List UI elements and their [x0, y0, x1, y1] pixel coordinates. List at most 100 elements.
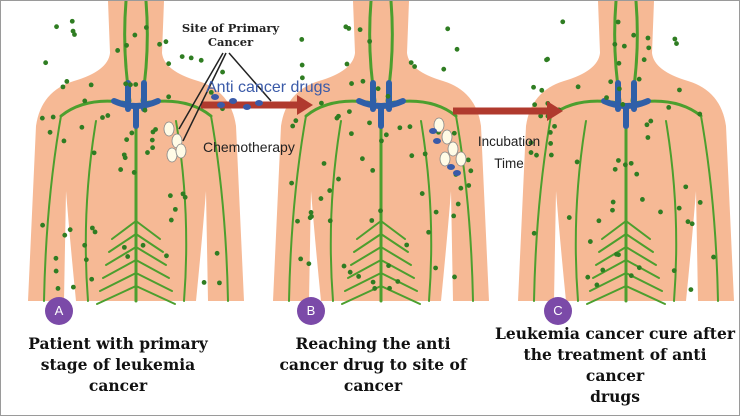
lymph-node	[322, 161, 327, 166]
lymph-node	[153, 127, 158, 132]
lymph-node	[71, 29, 76, 34]
lymph-node	[48, 130, 53, 135]
lymph-node	[616, 252, 621, 257]
lymph-node	[293, 118, 298, 123]
cancer-cell-icon	[440, 152, 450, 166]
lymph-node	[588, 239, 593, 244]
lymph-node	[646, 36, 651, 41]
lymph-node	[54, 256, 59, 261]
lymph-node	[346, 26, 351, 31]
lymph-node	[132, 33, 137, 38]
step-c-badge: C	[544, 297, 572, 325]
lymph-node	[629, 161, 634, 166]
lymph-node	[370, 168, 375, 173]
caption-a-line-2: stage of leukemia	[9, 354, 227, 375]
lymph-node	[634, 172, 639, 177]
lymph-node	[342, 264, 347, 269]
caption-b: Reaching the anti cancer drug to site of…	[265, 333, 481, 396]
lymph-node	[645, 122, 650, 127]
lymph-node	[629, 273, 634, 278]
lymph-node	[697, 112, 702, 117]
lymph-node	[544, 57, 549, 62]
lymph-node	[132, 170, 137, 175]
lymph-node	[93, 230, 98, 235]
lymph-node	[451, 213, 456, 218]
lymph-node	[289, 181, 294, 186]
lymph-node	[612, 42, 617, 47]
caption-a: Patient with primary stage of leukemia c…	[9, 333, 227, 396]
lymph-node	[445, 26, 450, 31]
lymph-node	[608, 79, 613, 84]
lymph-node	[62, 139, 67, 144]
lymph-node	[62, 233, 67, 238]
lymph-node	[622, 44, 627, 49]
lymph-node	[100, 115, 105, 120]
lymph-node	[336, 177, 341, 182]
lymph-node	[168, 193, 173, 198]
lymph-node	[409, 153, 414, 158]
lymph-node	[539, 88, 544, 93]
lymph-node	[434, 210, 439, 215]
lymph-node	[290, 124, 295, 129]
lymph-node	[404, 243, 409, 248]
lymph-node	[611, 200, 616, 205]
lymph-node	[358, 27, 363, 32]
lymph-node	[575, 160, 580, 165]
lymph-node	[387, 286, 392, 291]
lymph-node	[423, 151, 428, 156]
lymph-node	[378, 208, 383, 213]
lymph-node	[372, 286, 377, 291]
lymph-node	[672, 37, 677, 42]
step-a-badge: A	[45, 297, 73, 325]
drug-particle-icon	[243, 104, 251, 110]
lymph-node	[456, 202, 461, 207]
lymph-node	[84, 257, 89, 262]
lymph-node	[594, 282, 599, 287]
lymph-node	[122, 152, 127, 157]
lymph-node	[124, 137, 129, 142]
lymph-node	[356, 274, 361, 279]
lymph-node	[689, 287, 694, 292]
lymph-node	[576, 84, 581, 89]
lymph-node	[166, 94, 171, 99]
lymph-node	[642, 57, 647, 62]
drug-particle-icon	[429, 128, 437, 134]
drug-particle-icon	[217, 102, 225, 108]
primary-site-line-2: Cancer	[173, 35, 288, 49]
lymph-node	[217, 280, 222, 285]
lymph-node	[674, 41, 679, 46]
lymph-node	[90, 226, 95, 231]
lymph-node	[306, 261, 311, 266]
lymph-node	[458, 186, 463, 191]
lymph-node	[319, 196, 324, 201]
lymph-node	[300, 63, 305, 68]
lymph-node	[409, 60, 414, 65]
lymph-node	[150, 145, 155, 150]
caption-c-line-3: drugs	[493, 386, 737, 407]
lymph-node	[70, 19, 75, 24]
lymph-node	[386, 94, 391, 99]
lymph-node	[189, 55, 194, 60]
caption-b-line-3: cancer	[265, 375, 481, 396]
lymph-node	[686, 219, 691, 224]
cancer-cell-icon	[442, 130, 452, 144]
lymph-node	[125, 254, 130, 259]
lymph-node	[40, 223, 45, 228]
lymph-node	[89, 277, 94, 282]
lymph-node	[371, 280, 376, 285]
lymph-node	[199, 58, 204, 63]
lymph-node	[376, 86, 381, 91]
lymph-node	[115, 48, 120, 53]
lymph-node	[82, 99, 87, 104]
lymph-node	[89, 83, 94, 88]
lymph-node	[677, 88, 682, 93]
lymph-node	[173, 207, 178, 212]
lymph-node	[79, 125, 84, 130]
lymph-node	[412, 64, 417, 69]
lymph-node	[164, 39, 169, 44]
lymph-node	[202, 280, 207, 285]
lymph-node	[552, 124, 557, 129]
drug-particle-icon	[447, 164, 455, 170]
lymph-node	[596, 218, 601, 223]
lymph-node	[295, 219, 300, 224]
